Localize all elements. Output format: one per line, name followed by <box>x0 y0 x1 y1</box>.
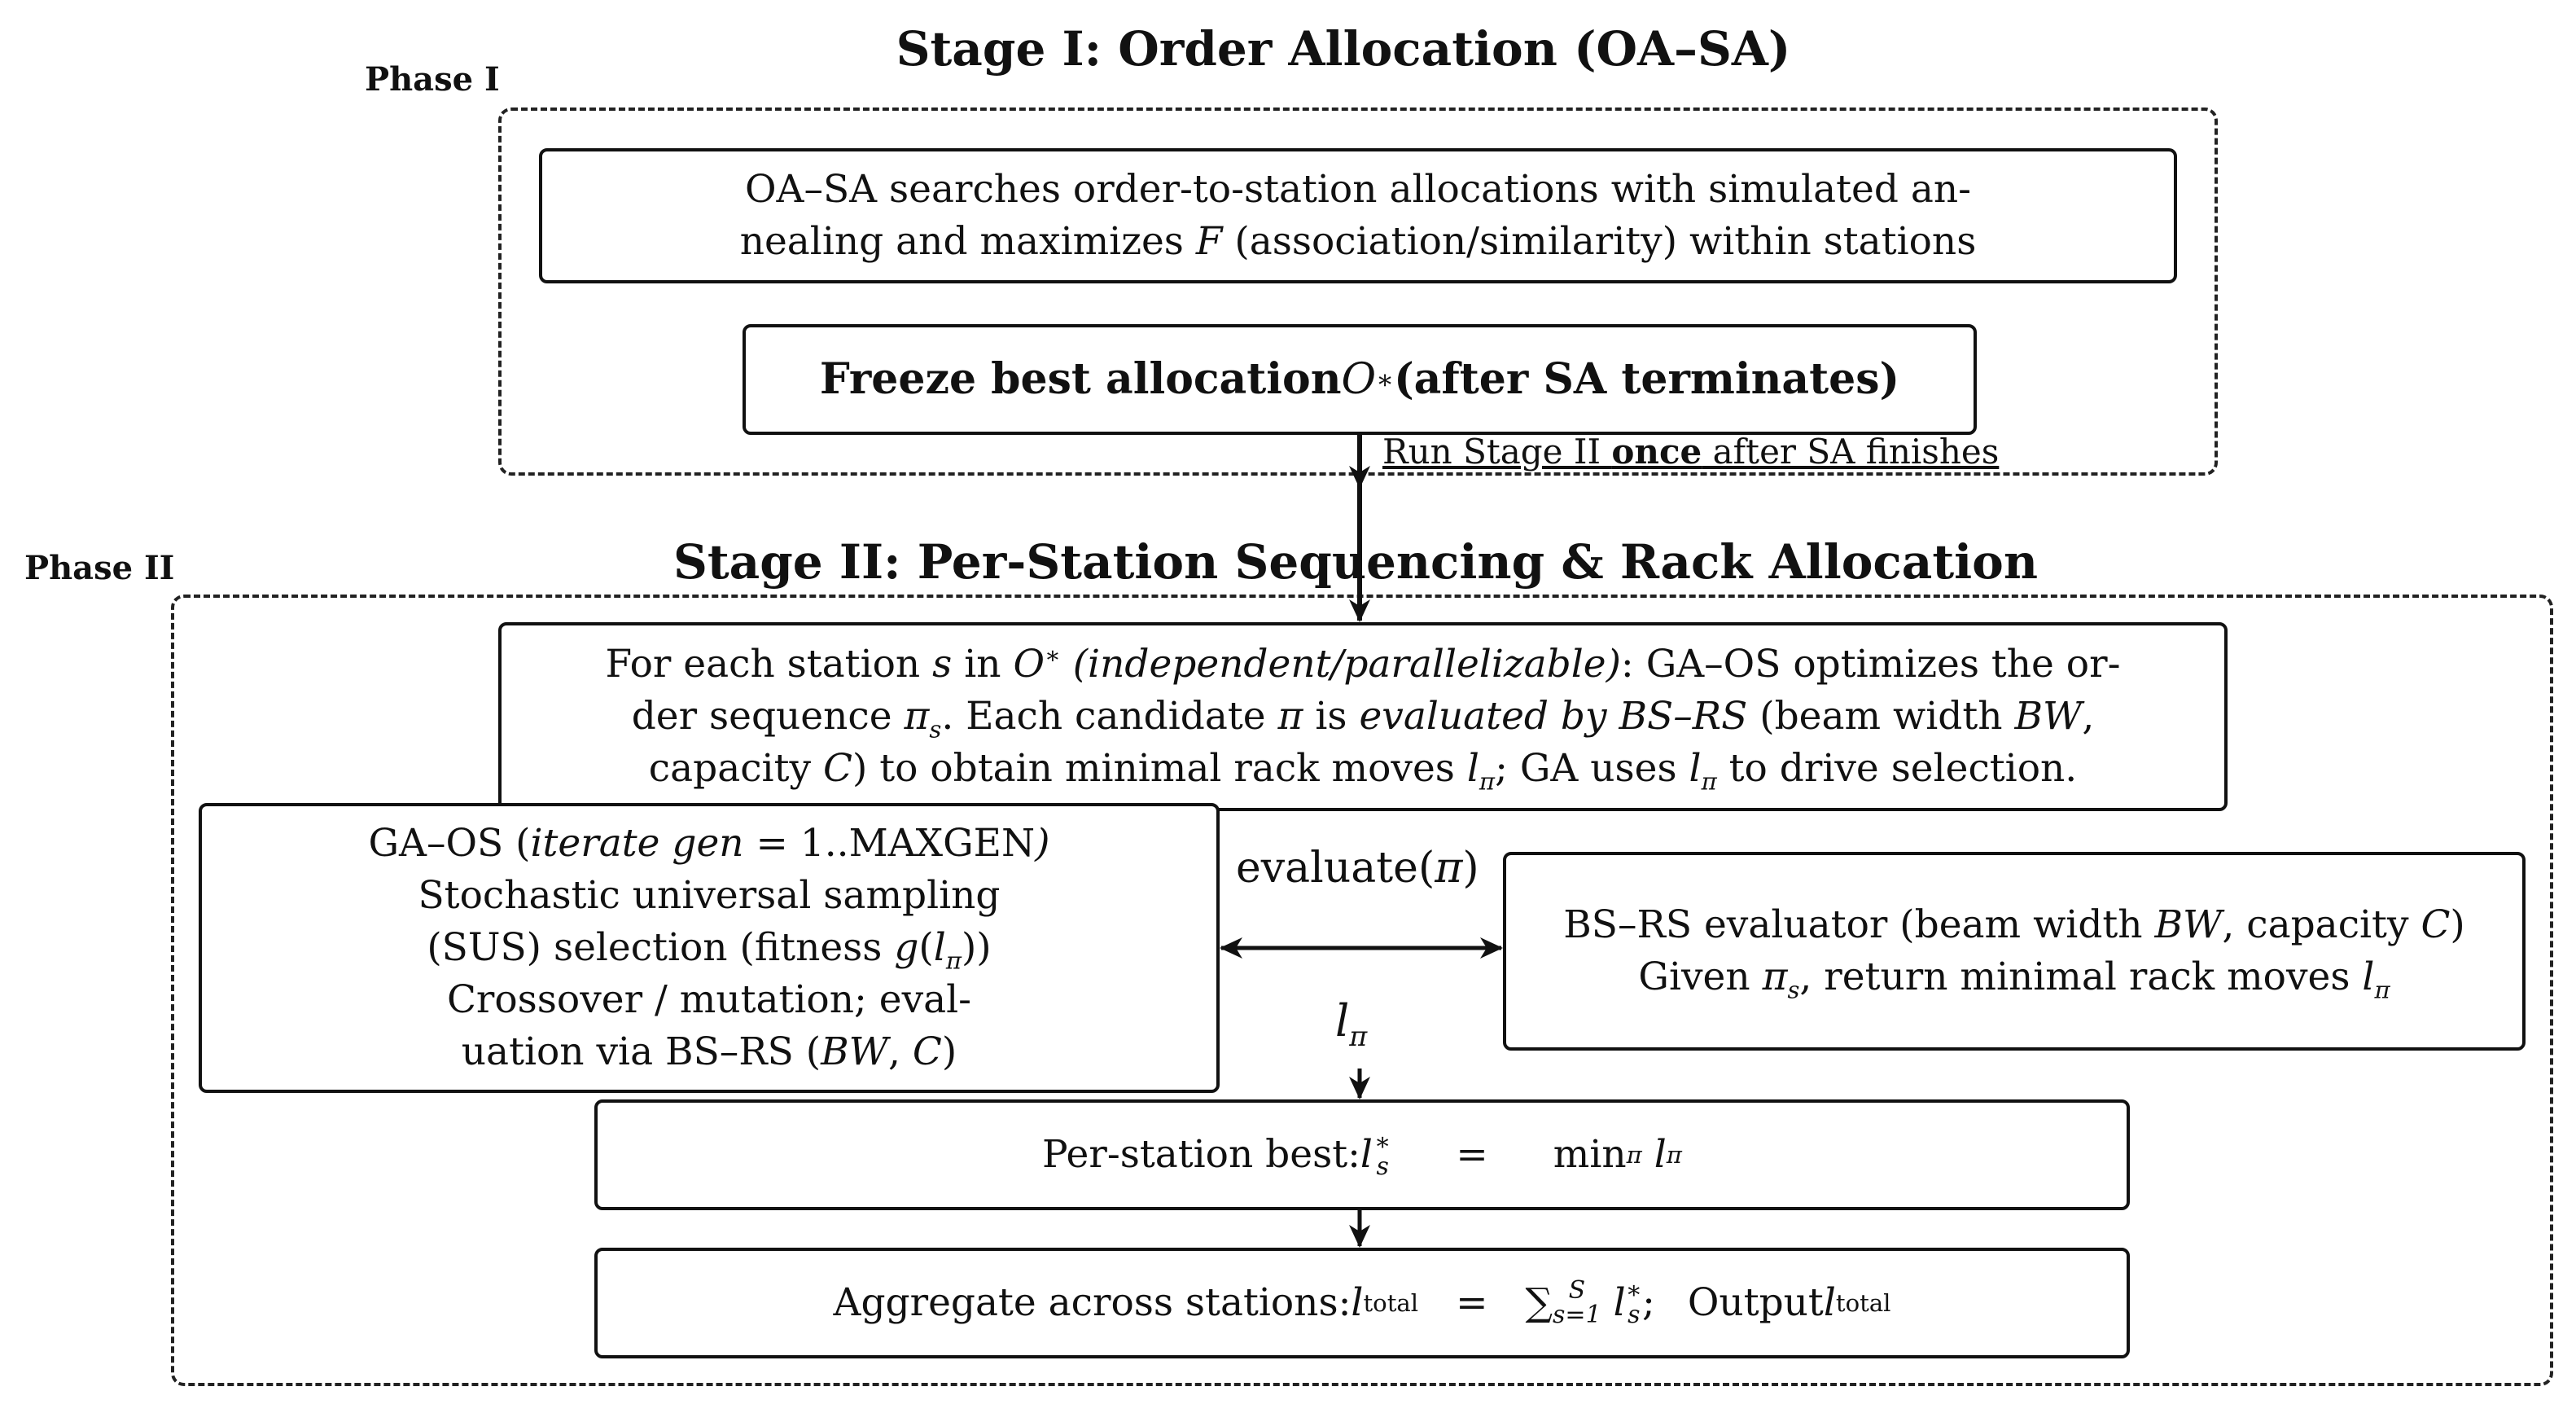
per-station-loop-box: For each station s in O∗ (independent/pa… <box>498 622 2228 811</box>
station-line-2: der sequence πs. Each candidate π is eva… <box>631 694 2095 744</box>
evaluate-label: evaluate(π) <box>1236 844 1479 893</box>
ga-os-box: GA–OS (iterate gen = 1..MAXGEN) Stochast… <box>199 803 1220 1093</box>
bs-rs-line-1: BS–RS evaluator (beam width BW, capacity… <box>1563 902 2465 947</box>
ga-os-line-2: Stochastic universal sampling <box>418 873 1001 918</box>
stage-1-title: Stage I: Order Allocation (OA–SA) <box>896 21 1791 77</box>
l-pi-label: lπ <box>1335 995 1368 1052</box>
ga-os-line-4: Crossover / mutation; eval- <box>446 977 972 1022</box>
station-line-3: capacity C) to obtain minimal rack moves… <box>648 746 2078 796</box>
run-stage-2-label: Run Stage II once after SA finishes <box>1382 432 2000 472</box>
bs-rs-evaluator-box: BS–RS evaluator (beam width BW, capacity… <box>1503 852 2526 1051</box>
oa-sa-line-2: nealing and maximizes F (association/sim… <box>739 219 1977 264</box>
ga-os-line-5: uation via BS–RS (BW, C) <box>461 1029 957 1074</box>
ga-os-line-3: (SUS) selection (fitness g(lπ)) <box>427 925 992 975</box>
oa-sa-line-1: OA–SA searches order-to-station allocati… <box>744 167 1972 212</box>
oa-sa-search-box: OA–SA searches order-to-station allocati… <box>539 148 2177 283</box>
freeze-allocation-box: Freeze best allocation O∗ (after SA term… <box>743 324 1977 435</box>
phase-2-label: Phase II <box>24 549 175 587</box>
station-line-1: For each station s in O∗ (independent/pa… <box>605 641 2121 687</box>
stage-2-title: Stage II: Per-Station Sequencing & Rack … <box>672 534 2039 590</box>
ga-os-line-1: GA–OS (iterate gen = 1..MAXGEN) <box>368 821 1050 866</box>
bs-rs-line-2: Given πs, return minimal rack moves lπ <box>1638 954 2390 1004</box>
phase-1-label: Phase I <box>365 60 500 99</box>
